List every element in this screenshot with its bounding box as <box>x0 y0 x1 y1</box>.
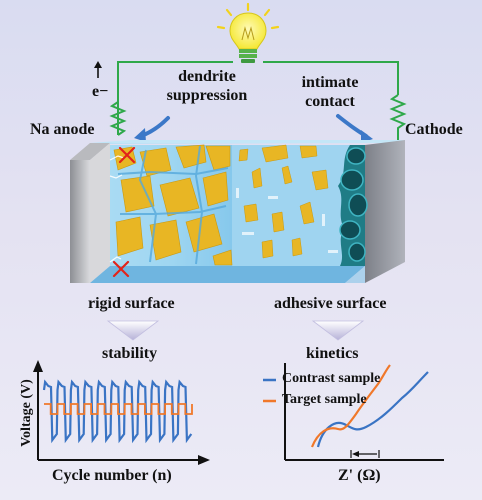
contact-arrow-icon <box>336 114 373 143</box>
stability-ylabel: Voltage (V) <box>19 379 34 447</box>
cathode-current-collector <box>365 140 405 283</box>
electron-arrow-icon <box>94 61 102 78</box>
dendrite-cracks <box>109 155 125 263</box>
kinetics-legend-target: Target sample <box>282 392 367 407</box>
electron-label: e− <box>92 83 109 100</box>
circuit-wire <box>109 61 407 140</box>
stability-plot <box>33 360 210 465</box>
na-anode-layer <box>90 143 110 283</box>
kinetics-series-blue <box>316 371 429 448</box>
dendrite-block-icon <box>112 146 136 278</box>
dendrite-label-line1: dendrite <box>178 68 236 85</box>
adhesive-surface-label: adhesive surface <box>274 295 387 312</box>
cathode-layer <box>338 145 368 266</box>
battery-cell <box>70 140 405 283</box>
light-bulb-icon <box>216 2 280 63</box>
stability-series-blue <box>42 379 193 444</box>
na-anode-label: Na anode <box>30 121 95 138</box>
intimate-contact-label: intimate contact <box>292 73 368 111</box>
dendrite-suppression-label: dendrite suppression <box>152 67 262 105</box>
intimate-label-line2: contact <box>305 93 355 110</box>
intimate-label-line1: intimate <box>301 74 359 91</box>
kinetics-series-orange <box>310 364 391 448</box>
cathode-label: Cathode <box>405 121 463 138</box>
down-arrow-right-icon <box>311 320 365 341</box>
stability-xlabel: Cycle number (n) <box>52 467 172 484</box>
kinetics-xlabel: Z' (Ω) <box>338 467 381 484</box>
down-arrow-left-icon <box>106 320 160 341</box>
anode-current-collector <box>70 160 90 283</box>
kinetics-plot <box>263 363 444 461</box>
dendrite-label-line2: suppression <box>166 87 248 104</box>
stability-label: stability <box>102 345 158 362</box>
stability-series-orange <box>44 403 193 415</box>
kinetics-legend-contrast: Contrast sample <box>282 371 381 386</box>
impedance-shift-marker <box>350 450 380 458</box>
rigid-surface-label: rigid surface <box>88 295 175 312</box>
dendrite-arrow-icon <box>134 116 170 142</box>
kinetics-label: kinetics <box>306 345 359 362</box>
